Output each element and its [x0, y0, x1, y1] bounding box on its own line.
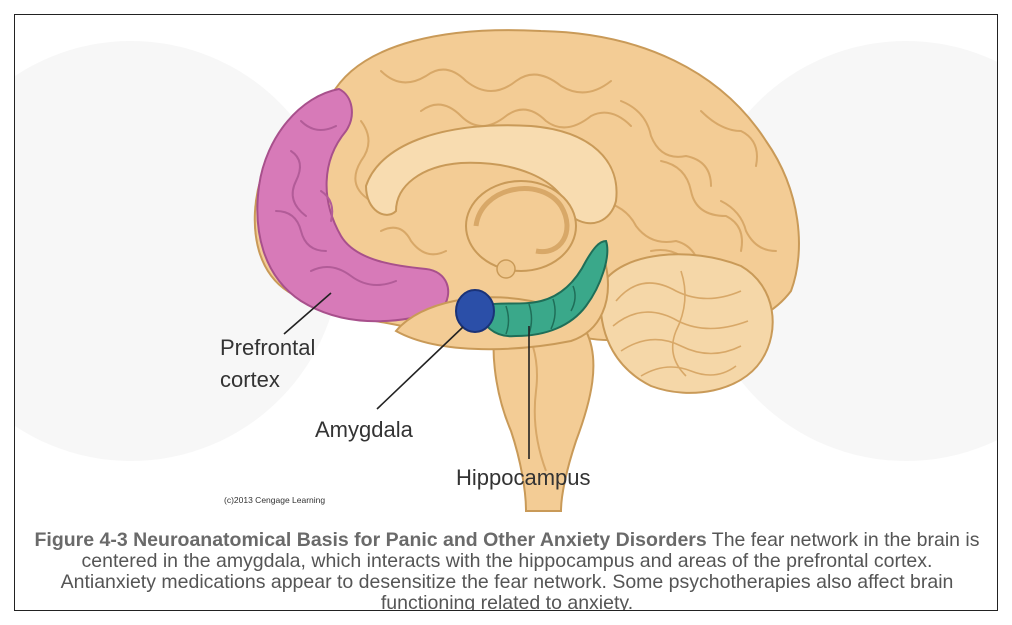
brain-illustration: Prefrontal cortex Amygdala Hippocampus — [15, 15, 998, 611]
mammillary-body — [497, 260, 515, 278]
label-prefrontal-line1: Prefrontal — [220, 335, 315, 360]
amygdala — [456, 290, 494, 332]
cerebellum — [600, 254, 772, 393]
caption-title: Figure 4-3 Neuroanatomical Basis for Pan… — [35, 529, 707, 551]
label-amygdala: Amygdala — [315, 417, 414, 442]
thalamus — [466, 181, 576, 271]
figure-frame: Prefrontal cortex Amygdala Hippocampus (… — [14, 14, 998, 611]
figure-caption: Figure 4-3 Neuroanatomical Basis for Pan… — [33, 530, 981, 611]
label-hippocampus: Hippocampus — [456, 465, 591, 490]
label-prefrontal-line2: cortex — [220, 367, 280, 392]
copyright-credit: (c)2013 Cengage Learning — [224, 495, 325, 505]
